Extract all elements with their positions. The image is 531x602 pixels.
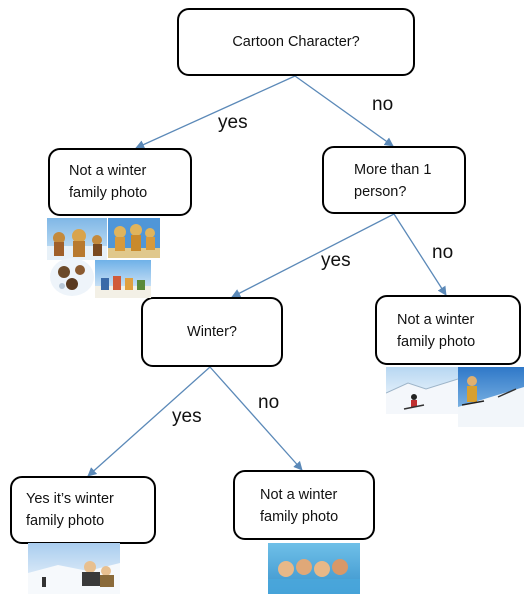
- edge-root-no-line: [294, 75, 394, 147]
- node-text-line2: family photo: [69, 185, 148, 201]
- node-winter-no-result: Not a winter family photo: [233, 470, 375, 540]
- node-more-than-one-person: More than 1 person?: [322, 146, 466, 214]
- edge-root-yes-line: [135, 75, 296, 149]
- edge-multi-no-line: [393, 213, 447, 296]
- edge-label-root-no: no: [372, 94, 394, 115]
- node-winter-text: Winter?: [187, 324, 237, 340]
- edge-label-winter-no: no: [258, 392, 280, 413]
- node-multi-no-result: Not a winter family photo: [375, 295, 521, 365]
- node-winter: Winter?: [141, 297, 283, 367]
- cartoon-family-thumbnail: [47, 218, 107, 260]
- node-text-line1: More than 1: [354, 162, 432, 178]
- cartoon-group-thumbnail: [108, 218, 160, 258]
- node-text-line1: Yes it’s winter: [26, 491, 114, 507]
- edge-label-winter-yes: yes: [172, 406, 202, 427]
- edge-label-root-yes: yes: [218, 112, 248, 133]
- edge-multi-yes-line: [231, 213, 395, 298]
- node-cartoon-yes-result: Not a winter family photo: [48, 148, 192, 216]
- node-text-line2: family photo: [260, 509, 339, 525]
- skiing-thumbnail: [386, 367, 458, 414]
- swimming-family-thumbnail: [268, 543, 360, 594]
- node-text-line2: family photo: [397, 334, 476, 350]
- node-text-line2: person?: [354, 184, 407, 200]
- edge-winter-yes-line: [87, 366, 211, 477]
- node-text-line1: Not a winter: [260, 487, 338, 503]
- node-cartoon-character: Cartoon Character?: [177, 8, 415, 76]
- edge-winter-no-line: [209, 366, 303, 471]
- node-cartoon-character-text: Cartoon Character?: [232, 34, 360, 50]
- skier-family-thumbnail: [458, 367, 524, 427]
- node-winter-yes-result: Yes it’s winter family photo: [10, 476, 156, 544]
- winter-family-thumbnail: [28, 543, 120, 594]
- cartoon-sledding-thumbnail: [95, 260, 151, 298]
- edge-label-multi-yes: yes: [321, 250, 351, 271]
- edge-label-multi-no: no: [432, 242, 454, 263]
- cartoon-snowball-thumbnail: [50, 258, 94, 296]
- node-text-line1: Not a winter: [397, 312, 475, 328]
- node-text-line1: Not a winter: [69, 163, 147, 179]
- node-text-line2: family photo: [26, 513, 105, 529]
